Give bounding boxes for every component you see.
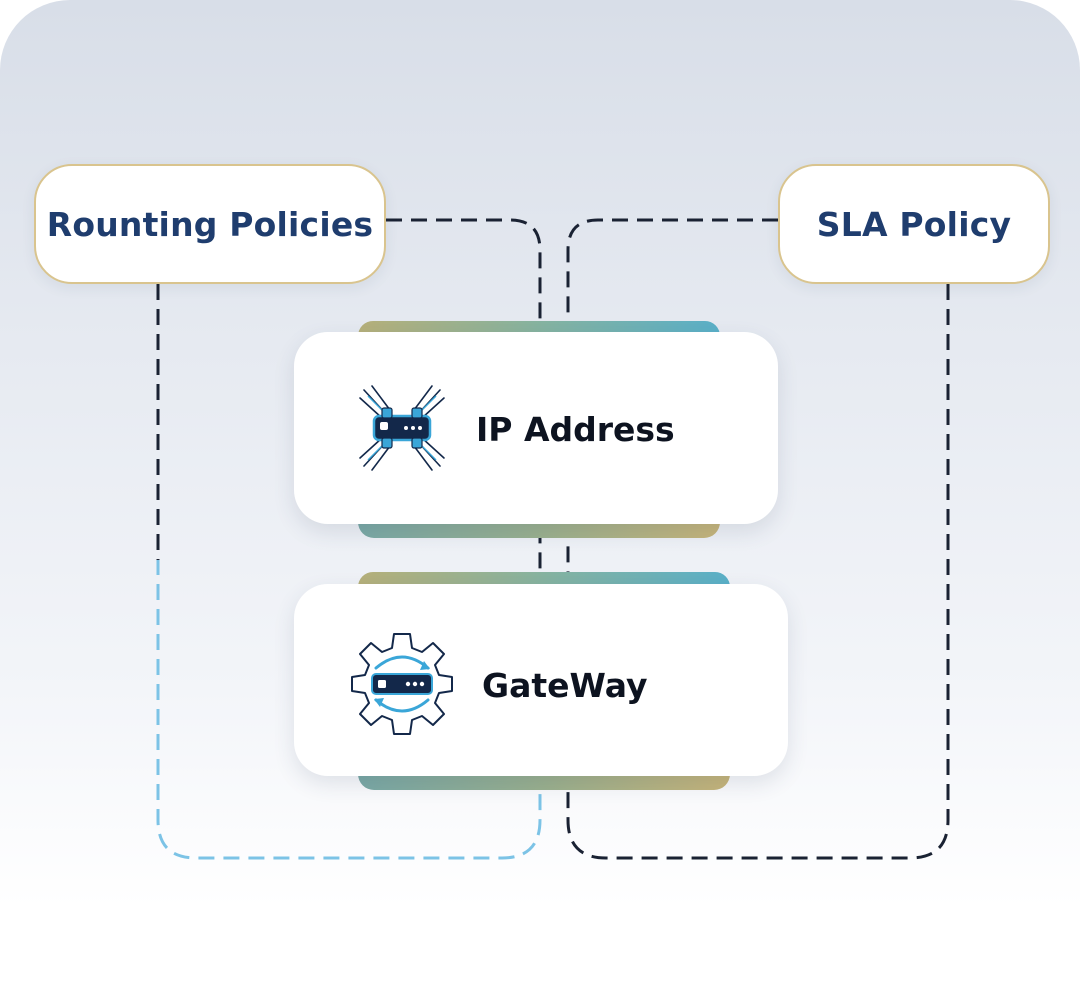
connector-right-loop bbox=[566, 284, 950, 860]
ip-address-card: IP Address bbox=[294, 332, 778, 524]
router-network-icon bbox=[356, 382, 448, 474]
sla-policy-label: SLA Policy bbox=[816, 204, 1012, 244]
sla-policy-box: SLA Policy bbox=[778, 164, 1050, 284]
connector-right-top bbox=[566, 218, 778, 580]
ip-address-label: IP Address bbox=[476, 410, 675, 449]
routing-policies-label: Rounting Policies bbox=[46, 204, 374, 244]
gateway-card: GateWay bbox=[294, 584, 788, 776]
routing-policies-box: Rounting Policies bbox=[34, 164, 386, 284]
gear-server-icon bbox=[346, 628, 458, 740]
connector-left-loop bbox=[156, 284, 542, 860]
gateway-label: GateWay bbox=[482, 666, 648, 705]
